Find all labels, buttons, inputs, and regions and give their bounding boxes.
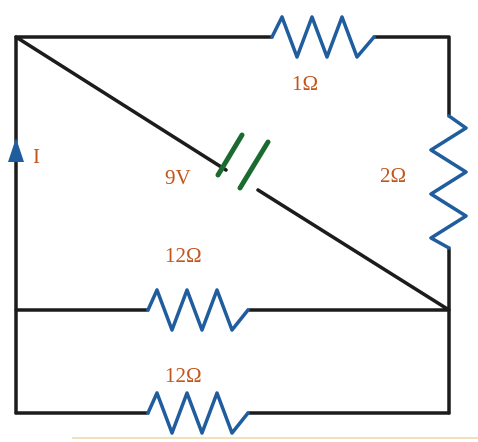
label-battery: 9V [165,165,191,189]
label-resistor-middle: 12Ω [165,243,202,267]
battery-plate-long [215,132,245,178]
label-current: I [33,144,40,168]
label-resistor-bottom: 12Ω [165,363,202,387]
label-resistor-top: 1Ω [292,71,318,95]
wires [14,35,451,415]
diagonal-wire-lower [256,188,451,312]
diagonal-wire-upper [14,35,228,172]
resistor-middle-12ohm [146,288,250,332]
current-arrow-icon [8,138,24,162]
label-resistor-right: 2Ω [380,163,406,187]
resistor-bottom-12ohm [146,391,250,435]
battery-9v [215,132,271,191]
battery-plate-short [237,139,271,191]
resistor-top-1ohm [270,15,376,59]
resistor-right-2ohm [429,114,468,250]
top-wire-right [372,35,451,118]
